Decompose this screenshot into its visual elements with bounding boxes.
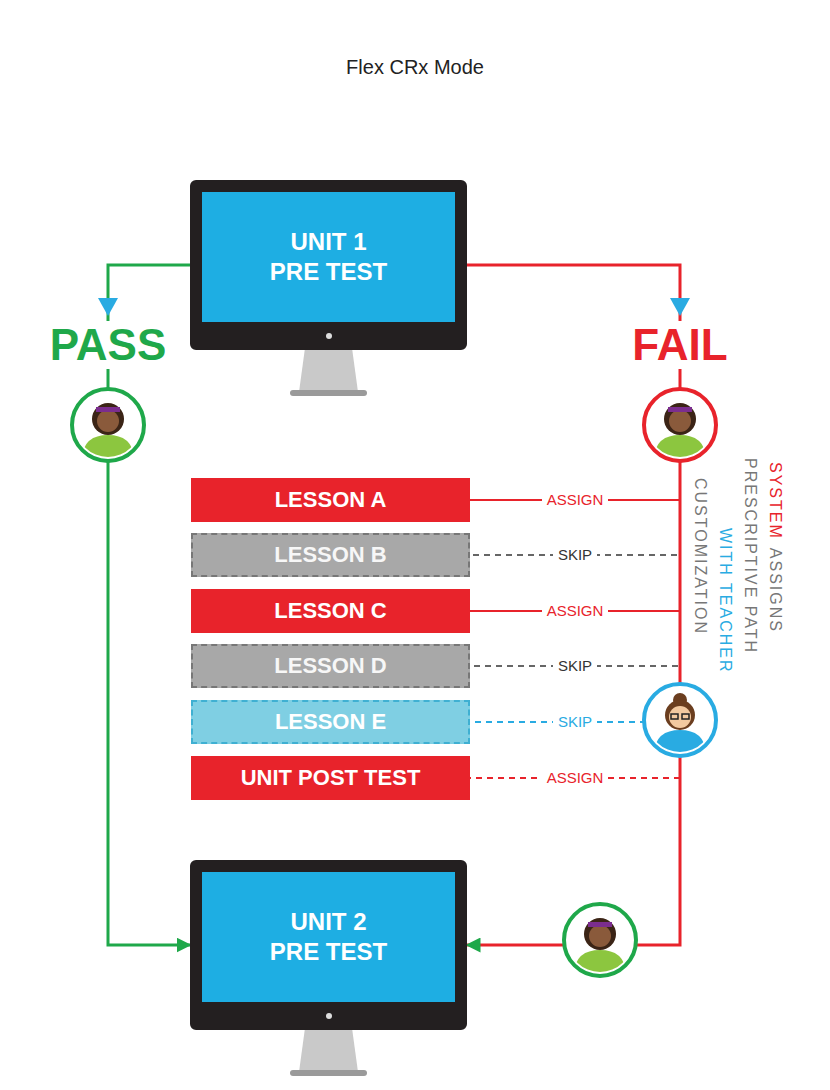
shirt bbox=[574, 950, 626, 976]
lesson-text: LESSON C bbox=[274, 597, 386, 625]
headband bbox=[668, 407, 692, 412]
edge-label: SKIP bbox=[553, 547, 597, 564]
edge-label: ASSIGN bbox=[542, 492, 609, 509]
power-dot bbox=[326, 333, 332, 339]
side-note-text: CUSTOMIZATION bbox=[692, 478, 709, 635]
screen-text: UNIT 1 PRE TEST bbox=[266, 227, 391, 287]
lesson-box: LESSON C bbox=[191, 589, 470, 633]
test-box: UNIT POST TEST bbox=[191, 756, 470, 800]
teacher-icon bbox=[644, 684, 716, 756]
student-icon bbox=[72, 389, 144, 461]
side-note-text: ASSIGNS bbox=[767, 548, 784, 633]
lesson-text: UNIT POST TEST bbox=[241, 764, 421, 792]
monitor-screen: UNIT 2 PRE TEST bbox=[190, 860, 467, 1030]
side-note: SYSTEM ASSIGNS bbox=[765, 462, 785, 641]
shirt bbox=[654, 435, 706, 461]
side-note-text: PRESCRIPTIVE PATH bbox=[742, 458, 759, 654]
side-note: CUSTOMIZATION bbox=[690, 478, 710, 643]
edge-label: ASSIGN bbox=[542, 603, 609, 620]
lesson-text: LESSON E bbox=[275, 708, 386, 736]
arrow-head bbox=[98, 298, 118, 316]
arrow-head bbox=[670, 298, 690, 316]
headband bbox=[96, 407, 120, 412]
lesson-text: LESSON B bbox=[274, 541, 386, 569]
hair bbox=[664, 403, 696, 435]
icon-ring bbox=[72, 389, 144, 461]
diagram-title: Flex CRx Mode bbox=[0, 56, 830, 79]
face bbox=[669, 410, 691, 432]
connector bbox=[467, 265, 680, 500]
hair bbox=[584, 918, 616, 950]
edge-label: SKIP bbox=[553, 714, 597, 731]
lesson-text: LESSON A bbox=[275, 486, 387, 514]
face bbox=[669, 706, 691, 728]
glasses bbox=[682, 714, 689, 719]
icon-ring bbox=[644, 684, 716, 756]
screen-text: UNIT 2 PRE TEST bbox=[266, 907, 391, 967]
side-note: PRESCRIPTIVE PATH bbox=[740, 458, 760, 662]
monitor-base bbox=[290, 390, 367, 396]
edge-label: SKIP bbox=[553, 658, 597, 675]
monitor-base bbox=[290, 1070, 367, 1076]
edge-label: FAIL bbox=[627, 321, 732, 369]
monitor-stand bbox=[299, 348, 358, 392]
edge-label: PASS bbox=[45, 321, 172, 369]
icon-ring bbox=[644, 389, 716, 461]
side-note-text: WITH TEACHER bbox=[717, 528, 734, 673]
hair bbox=[665, 700, 695, 730]
lesson-box: LESSON E bbox=[191, 700, 470, 744]
side-note: WITH TEACHER bbox=[715, 528, 735, 681]
lesson-text: LESSON D bbox=[274, 652, 386, 680]
icon-ring bbox=[564, 904, 636, 976]
lesson-box: LESSON A bbox=[191, 478, 470, 522]
lesson-box: LESSON B bbox=[191, 533, 470, 577]
face bbox=[589, 925, 611, 947]
headband bbox=[588, 922, 612, 927]
hair bbox=[92, 403, 124, 435]
shirt bbox=[654, 730, 706, 756]
monitor-screen: UNIT 1 PRE TEST bbox=[190, 180, 467, 350]
power-dot bbox=[326, 1013, 332, 1019]
lesson-box: LESSON D bbox=[191, 644, 470, 688]
monitor-stand bbox=[299, 1028, 358, 1072]
glasses bbox=[671, 714, 678, 719]
face bbox=[97, 410, 119, 432]
shirt bbox=[82, 435, 134, 461]
side-note-text: SYSTEM bbox=[767, 462, 784, 540]
student-icon bbox=[564, 904, 636, 976]
student-icon bbox=[644, 389, 716, 461]
edge-label: ASSIGN bbox=[542, 770, 609, 787]
